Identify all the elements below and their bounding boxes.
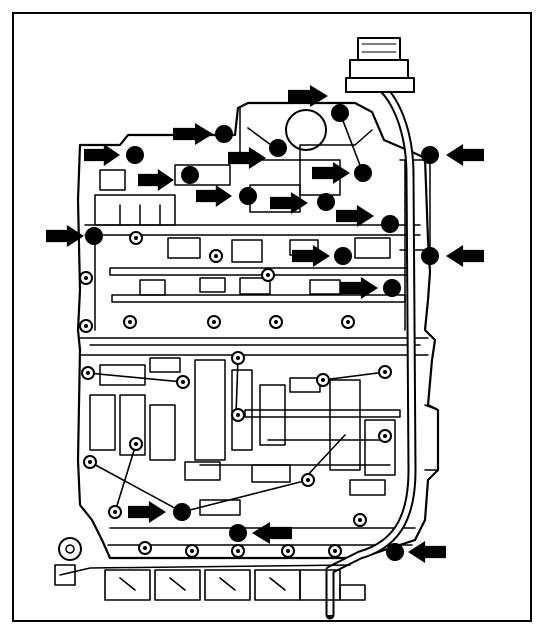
bolt-arrows [46,85,484,563]
linkage-rods [87,112,386,513]
marked-bolt [239,187,257,205]
fastener-ring-center [306,478,310,482]
fastener-ring-center [181,380,185,384]
fastener-rings [79,231,392,558]
fastener-ring-center [113,510,117,514]
fastener-ring-center [383,370,387,374]
fastener-ring-center [84,324,88,328]
fastener-ring-center [212,320,216,324]
marked-bolt [229,524,247,542]
fastener-ring-center [134,236,138,240]
upper-cover [239,107,373,161]
arrow-right-icon [312,162,350,184]
arrow-right-icon [196,185,232,207]
marked-bolt [173,503,191,521]
fastener-ring-center [358,518,362,522]
arrow-right-icon [288,85,328,107]
fastener-ring-center [346,320,350,324]
arrow-left-icon [446,245,484,267]
arrow-right-icon [228,147,266,169]
fastener-ring-center [266,273,270,277]
fastener-ring-center [286,549,290,553]
marked-bolt [126,146,144,164]
marked-bolt [383,279,401,297]
marked-bolt [317,193,335,211]
arrow-right-icon [84,144,120,166]
arrow-right-icon [270,192,308,214]
arrow-right-icon [173,123,213,145]
arrow-right-icon [46,225,84,247]
marked-bolt [381,215,399,233]
bottom-connectors [54,564,366,601]
fastener-ring-center [236,549,240,553]
arrow-left-icon [408,541,446,563]
marked-bolts [85,104,439,561]
fastener-ring-center [214,254,218,258]
arrow-right-icon [292,245,330,267]
arrow-right-icon [336,205,374,227]
fastener-ring-center [143,546,147,550]
fastener-ring-center [134,442,138,446]
fastener-ring-center [321,378,325,382]
fastener-ring-center [333,549,337,553]
wiring-harness-core [327,86,415,615]
fastener-ring-center [128,320,132,324]
marked-bolt [269,139,287,157]
marked-bolt [85,227,103,245]
marked-bolt [331,104,349,122]
harness-branch [59,564,351,576]
mount-ring [58,537,82,561]
marked-bolt [215,125,233,143]
valve-body-housing [76,101,440,560]
accumulator-ring [285,109,327,151]
marked-bolt [334,247,352,265]
mount-ring-inner [65,544,75,554]
fastener-ring-center [84,276,88,280]
arrow-right-icon [128,501,166,523]
marked-bolt [181,166,199,184]
arrow-right-icon [138,169,174,191]
fastener-ring-center [236,413,240,417]
marked-bolt [421,146,439,164]
fastener-ring-center [274,320,278,324]
arrow-right-icon [340,277,378,299]
lower-valves [89,357,439,516]
fastener-ring-center [236,356,240,360]
marked-bolt [386,543,404,561]
fastener-ring-center [88,460,92,464]
fastener-ring-center [86,371,90,375]
marked-bolt [421,247,439,265]
fastener-ring-center [383,434,387,438]
marked-bolt [354,164,372,182]
fastener-ring-center [190,549,194,553]
arrow-left-icon [252,522,292,544]
arrow-left-icon [446,144,484,166]
harness-connector [345,37,415,93]
